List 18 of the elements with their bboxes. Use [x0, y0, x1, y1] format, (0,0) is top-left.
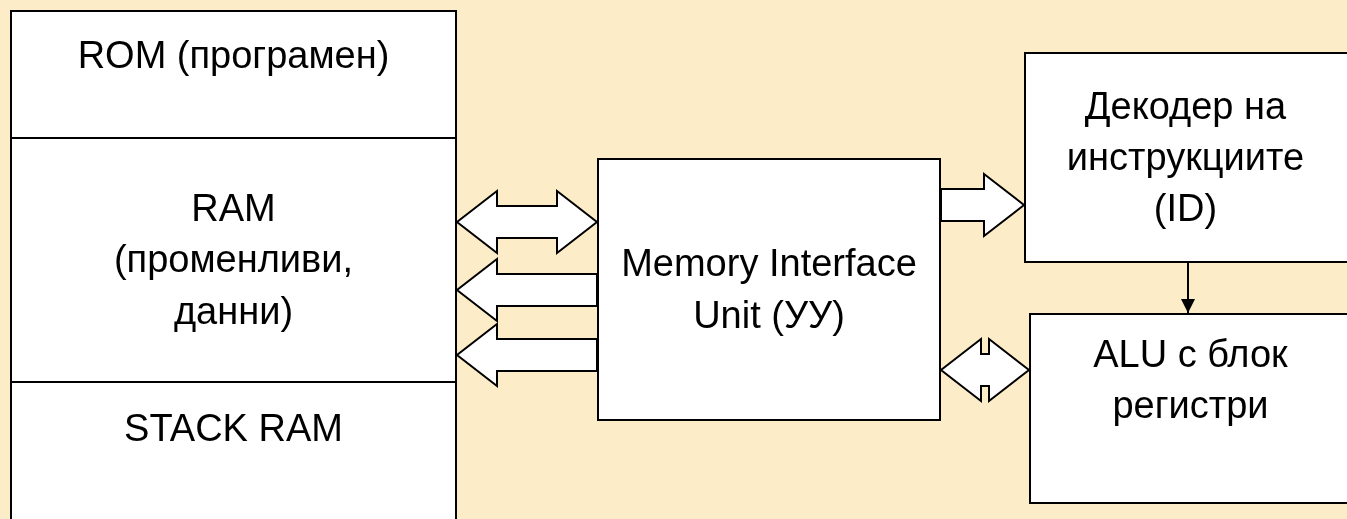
double-block-arrow	[939, 336, 1031, 404]
block-arrow	[455, 321, 598, 389]
block-label: Декодер на инструкциите (ID)	[1065, 83, 1306, 232]
block-box	[10, 381, 457, 519]
block-box	[1029, 313, 1347, 504]
block-box	[1024, 52, 1347, 263]
block-box	[597, 158, 941, 421]
block-label: ALU с блок регистри	[1092, 332, 1289, 429]
block-label: RAM (променливи, данни)	[112, 186, 355, 334]
block-box	[10, 137, 457, 383]
block-arrow	[455, 256, 598, 324]
block-label: ROM (програмен)	[77, 33, 390, 78]
block-arrow	[940, 171, 1026, 239]
arrow	[1181, 262, 1195, 314]
block-label: Memory Interface Unit (УУ)	[620, 241, 918, 338]
block-box	[10, 10, 457, 139]
double-block-arrow	[455, 188, 599, 256]
block-label: STACK RAM	[124, 406, 343, 451]
